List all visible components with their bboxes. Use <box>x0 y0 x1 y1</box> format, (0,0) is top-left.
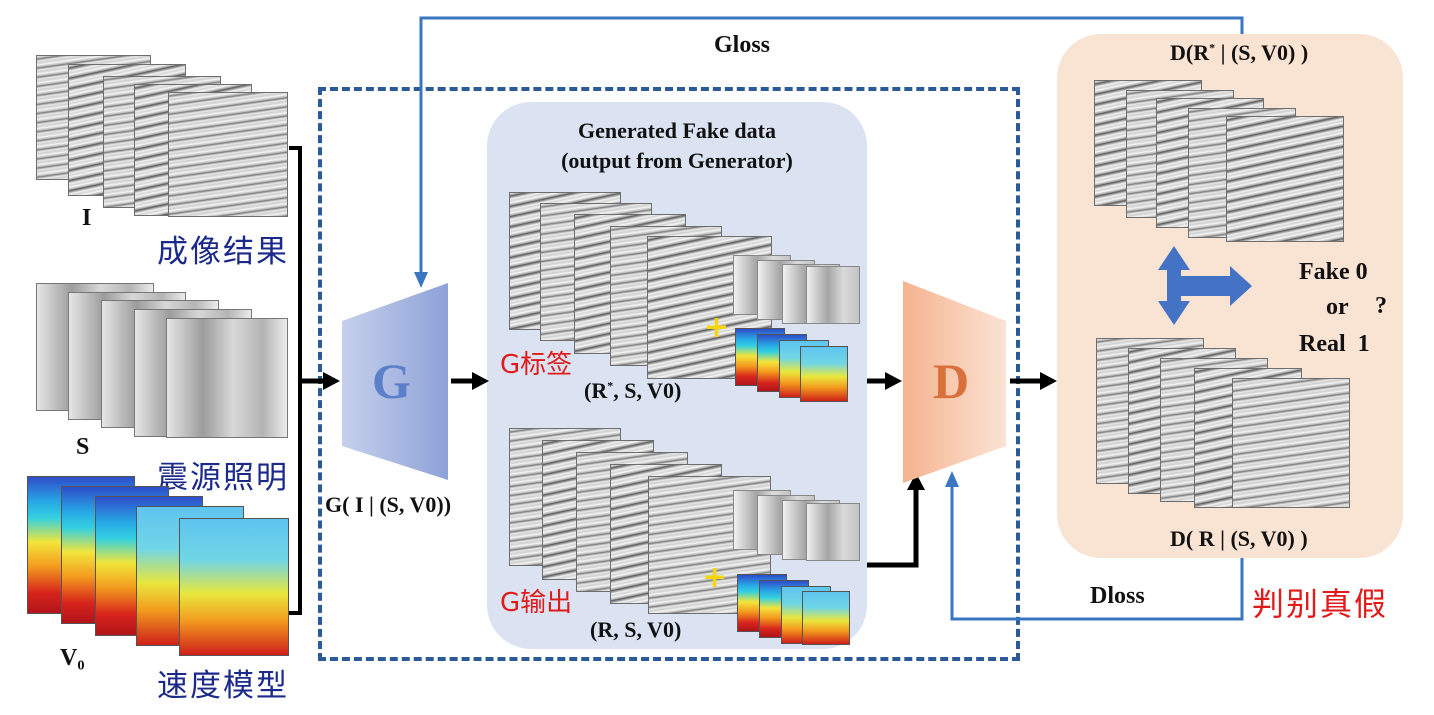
input-bracket <box>289 146 302 615</box>
image-cn-label: 成像结果 <box>157 234 289 270</box>
decision-bottom-formula: D( R | (S, V0) ) <box>1170 526 1308 551</box>
fake-tuple: (R*, S, V0) <box>584 378 682 403</box>
source-cn-label: 震源照明 <box>157 460 289 496</box>
gloss-feedback-line <box>419 16 1244 275</box>
seismic-slice <box>1232 378 1350 508</box>
compare-arrow-icon <box>1158 246 1252 325</box>
illumination-thumb <box>806 503 860 561</box>
illumination-slice <box>166 318 288 438</box>
velocity-cn-label: 速度模型 <box>157 668 289 704</box>
generated-title-line2: (output from Generator) <box>561 148 793 173</box>
plus-icon: + <box>702 560 728 595</box>
real-one-label: Real 1 <box>1299 331 1370 357</box>
judge-cn-label: 判别真假 <box>1252 585 1389 623</box>
arrowhead <box>1040 372 1057 390</box>
or-label: or <box>1326 294 1349 320</box>
g-output-cn: G输出 <box>500 588 573 618</box>
dloss-label: Dloss <box>1090 583 1145 609</box>
generator-letter: G <box>372 353 411 409</box>
discriminator-letter: D <box>933 353 970 409</box>
discriminator-trapezoid <box>903 281 1006 483</box>
plus-icon: + <box>704 310 730 345</box>
dloss-feedback-line <box>950 484 1244 621</box>
velocity-label: V₀ <box>60 645 85 671</box>
question-label: ? <box>1375 293 1387 319</box>
arrowhead <box>323 372 340 390</box>
decision-top-formula: D(R* | (S, V0) ) <box>1170 40 1309 65</box>
seismic-slice <box>168 92 288 217</box>
gloss-label: Gloss <box>714 32 771 58</box>
real-data-path <box>867 488 919 568</box>
generated-title-line1: Generated Fake data <box>578 118 776 143</box>
arrowhead <box>885 372 902 390</box>
output-tuple: (R, S, V0) <box>590 617 682 642</box>
arrowhead <box>472 372 489 390</box>
generator-dashed-box <box>318 87 1020 661</box>
generator-output-formula: G( I | (S, V0)) <box>325 492 452 517</box>
arrowhead <box>414 272 428 288</box>
source-label: S <box>76 434 90 460</box>
velocity-thumb <box>800 346 848 402</box>
illumination-thumb <box>806 266 860 324</box>
arrowhead <box>907 473 925 490</box>
velocity-slice <box>179 518 289 656</box>
generator-trapezoid <box>342 283 448 480</box>
image-label: I <box>82 205 92 231</box>
g-label-cn: G标签 <box>500 350 573 380</box>
fake-zero-label: Fake 0 <box>1299 259 1368 285</box>
velocity-thumb <box>802 591 850 645</box>
seismic-slice <box>1226 116 1344 242</box>
arrowhead <box>945 471 959 487</box>
